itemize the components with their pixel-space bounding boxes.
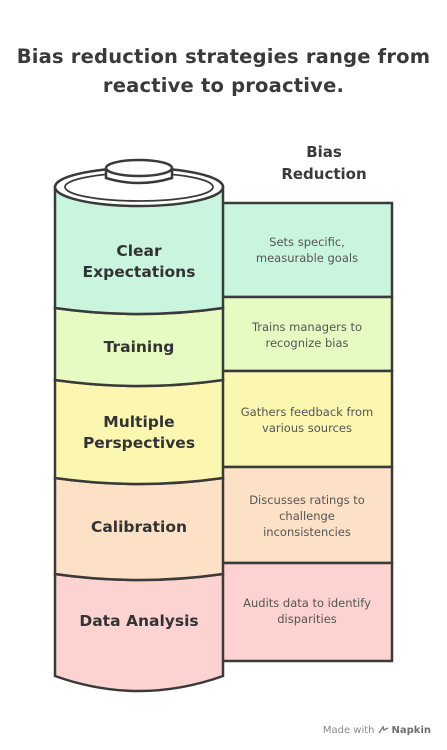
layer-label-2: Training [103, 337, 175, 356]
desc-box-1 [220, 201, 394, 299]
side-heading: Bias Reduction [281, 143, 367, 183]
footer-brand: Napkin [391, 725, 431, 736]
desc-box-2 [220, 295, 394, 373]
layer-description-5: Audits data to identify disparities [243, 596, 371, 626]
desc-box-5 [220, 561, 394, 663]
footer-prefix: Made with [322, 725, 375, 736]
napkin-logo-icon [377, 725, 388, 734]
layer-description-4: Discusses ratings to challenge inconsist… [249, 493, 365, 539]
layer-description-1: Sets specific, measurable goals [255, 235, 359, 265]
diagram-title: Bias reduction strategies range from rea… [16, 45, 431, 97]
layer-label-1: Clear Expectations [82, 242, 196, 281]
segment-clear-expectations [53, 185, 225, 316]
battery-terminal-top [104, 158, 174, 178]
footer-attribution[interactable]: Made with Napkin [323, 725, 431, 736]
layer-label-4: Calibration [90, 517, 188, 536]
layer-label-5: Data Analysis [79, 611, 199, 630]
layer-label-3: Multiple Perspectives [82, 413, 196, 452]
layer-description-2: Trains managers to recognize bias [251, 320, 363, 350]
layer-description-3: Gathers feedback from various sources [240, 405, 374, 435]
desc-box-3 [220, 369, 394, 469]
